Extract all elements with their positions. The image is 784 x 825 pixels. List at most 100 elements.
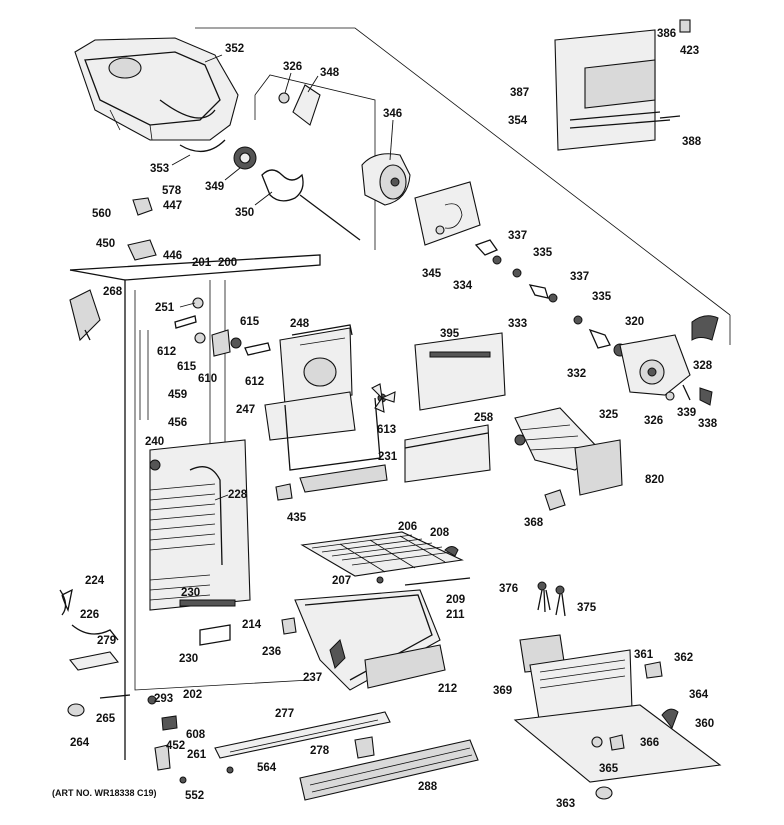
- label-446: 446: [163, 250, 182, 262]
- label-423: 423: [680, 45, 699, 57]
- label-450: 450: [96, 238, 115, 250]
- label-552: 552: [185, 790, 204, 802]
- label-388: 388: [682, 136, 702, 148]
- label-335-upper: 335: [533, 247, 553, 259]
- label-338: 338: [698, 418, 718, 430]
- label-375: 375: [577, 602, 597, 614]
- label-435: 435: [287, 512, 307, 524]
- label-224: 224: [85, 575, 105, 587]
- auger-motor-346: [361, 153, 411, 206]
- label-226: 226: [80, 609, 99, 621]
- label-578: 578: [162, 185, 182, 197]
- cabinet-outline: [195, 27, 731, 345]
- label-334: 334: [453, 280, 473, 292]
- label-278: 278: [310, 745, 330, 757]
- label-820: 820: [645, 474, 664, 486]
- label-459: 459: [168, 389, 187, 401]
- linkage-parts: [474, 239, 627, 357]
- wiring-harness: [537, 581, 566, 617]
- label-349: 349: [205, 181, 224, 193]
- label-360: 360: [695, 718, 714, 730]
- label-207: 207: [332, 575, 351, 587]
- label-268: 268: [103, 286, 123, 298]
- label-326: 326: [283, 61, 302, 73]
- label-277: 277: [275, 708, 294, 720]
- label-395: 395: [440, 328, 460, 340]
- label-447: 447: [163, 200, 182, 212]
- label-354: 354: [508, 115, 528, 127]
- label-365: 365: [599, 763, 619, 775]
- label-345: 345: [422, 268, 442, 280]
- label-230-lower: 230: [179, 653, 198, 665]
- art-number-caption: (ART NO. WR18338 C19): [52, 788, 157, 798]
- label-231: 231: [378, 451, 398, 463]
- label-353: 353: [150, 163, 169, 175]
- bottom-rails: [214, 711, 479, 801]
- label-350: 350: [235, 207, 254, 219]
- machine-compartment: [513, 634, 722, 800]
- label-608: 608: [186, 729, 206, 741]
- icemaker-motor-325: [619, 315, 719, 406]
- label-332: 332: [567, 368, 586, 380]
- label-202: 202: [183, 689, 202, 701]
- label-369: 369: [493, 685, 512, 697]
- label-258: 258: [474, 412, 494, 424]
- label-230-upper: 230: [181, 587, 200, 599]
- label-265: 265: [96, 713, 116, 725]
- label-293: 293: [154, 693, 173, 705]
- label-333: 333: [508, 318, 527, 330]
- label-206: 206: [398, 521, 417, 533]
- label-366: 366: [640, 737, 659, 749]
- dispenser-door: [554, 19, 691, 151]
- label-201: 201: [192, 257, 212, 269]
- label-612-right: 612: [245, 376, 264, 388]
- label-613: 613: [377, 424, 396, 436]
- freezer-liner: [69, 254, 321, 760]
- label-320: 320: [625, 316, 644, 328]
- label-352: 352: [225, 43, 244, 55]
- label-264: 264: [70, 737, 90, 749]
- label-335-lower: 335: [592, 291, 612, 303]
- label-251: 251: [155, 302, 175, 314]
- label-247: 247: [236, 404, 255, 416]
- ice-bucket-352: [74, 37, 239, 152]
- label-339: 339: [677, 407, 696, 419]
- label-386: 386: [657, 28, 676, 40]
- label-346: 346: [383, 108, 402, 120]
- label-363: 363: [556, 798, 575, 810]
- label-564: 564: [257, 762, 277, 774]
- label-200: 200: [218, 257, 237, 269]
- label-228: 228: [228, 489, 248, 501]
- part-labels: 352 326 348 346 353 349 350 578 447 560 …: [70, 28, 718, 810]
- icemaker-820: [514, 407, 623, 511]
- label-212: 212: [438, 683, 457, 695]
- label-240: 240: [145, 436, 164, 448]
- label-214: 214: [242, 619, 262, 631]
- label-368: 368: [524, 517, 544, 529]
- label-236: 236: [262, 646, 281, 658]
- wire-shelf-206: [300, 531, 471, 586]
- label-208: 208: [430, 527, 450, 539]
- cover-plate-345: [414, 181, 481, 246]
- label-328: 328: [693, 360, 713, 372]
- label-325: 325: [599, 409, 619, 421]
- ice-basket-211: [281, 589, 446, 691]
- label-288: 288: [418, 781, 438, 793]
- left-misc-parts: [59, 197, 271, 784]
- fan-blade-613: [371, 383, 396, 413]
- label-261: 261: [187, 749, 207, 761]
- label-348: 348: [320, 67, 340, 79]
- label-456: 456: [168, 417, 187, 429]
- control-board-395: [404, 332, 506, 483]
- label-211: 211: [446, 609, 465, 621]
- label-248: 248: [290, 318, 310, 330]
- auger-assembly: [233, 74, 376, 250]
- label-612-left: 612: [157, 346, 176, 358]
- label-237: 237: [303, 672, 322, 684]
- label-209: 209: [446, 594, 465, 606]
- label-615-right: 615: [240, 316, 260, 328]
- label-610: 610: [198, 373, 217, 385]
- label-361: 361: [634, 649, 654, 661]
